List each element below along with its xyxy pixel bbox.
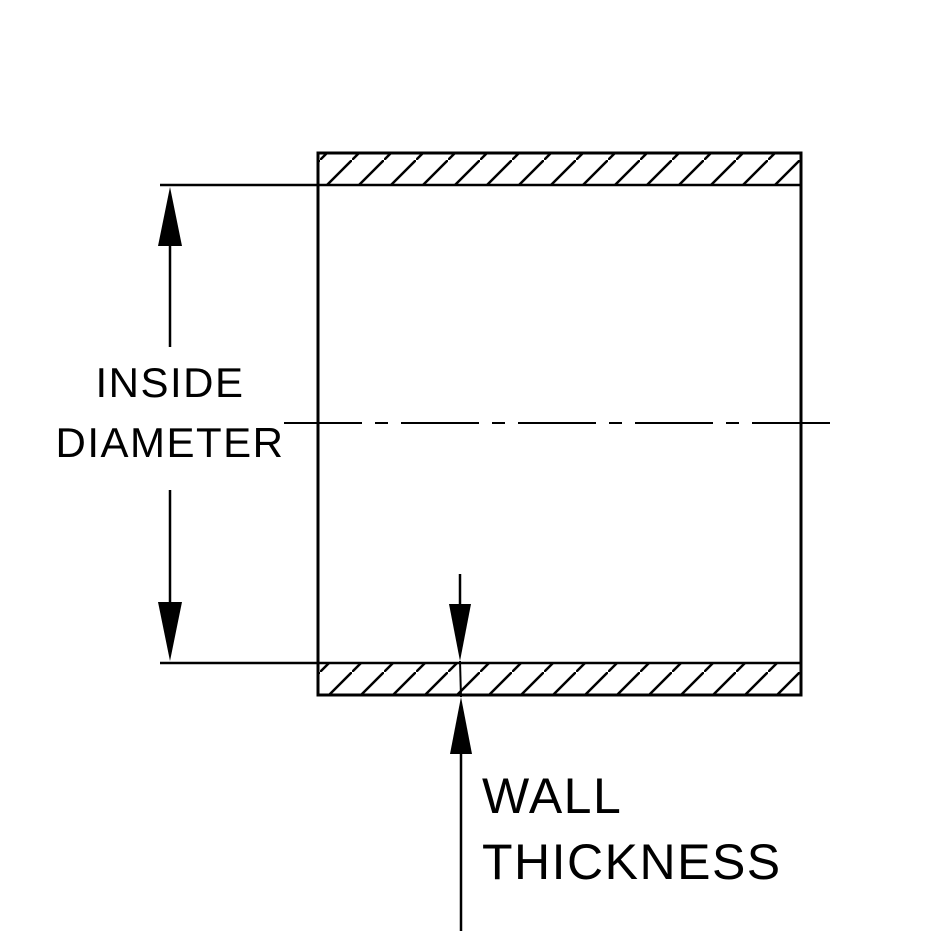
hose-wall-bottom-hatched	[316, 661, 803, 697]
inside-diameter-label-line-1: INSIDE	[95, 359, 244, 406]
dimension-line-through-wall	[459, 660, 462, 698]
inside-diameter-dimension: INSIDE DIAMETER	[55, 183, 318, 665]
inside-diameter-label-line-2: DIAMETER	[55, 419, 284, 466]
inside-diameter-arrow-up-icon	[158, 187, 182, 246]
wall-thickness-label-line-1: WALL	[482, 768, 622, 824]
hose-wall-top-hatched	[316, 151, 803, 187]
inside-diameter-arrow-down-icon	[158, 602, 182, 661]
wall-thickness-dimension: WALL THICKNESS	[449, 574, 782, 931]
wall-thickness-arrow-up-icon	[450, 697, 472, 754]
hose-cross-section	[284, 151, 834, 697]
wall-thickness-arrow-down-icon	[449, 604, 471, 661]
wall-thickness-label-line-2: THICKNESS	[482, 834, 782, 890]
